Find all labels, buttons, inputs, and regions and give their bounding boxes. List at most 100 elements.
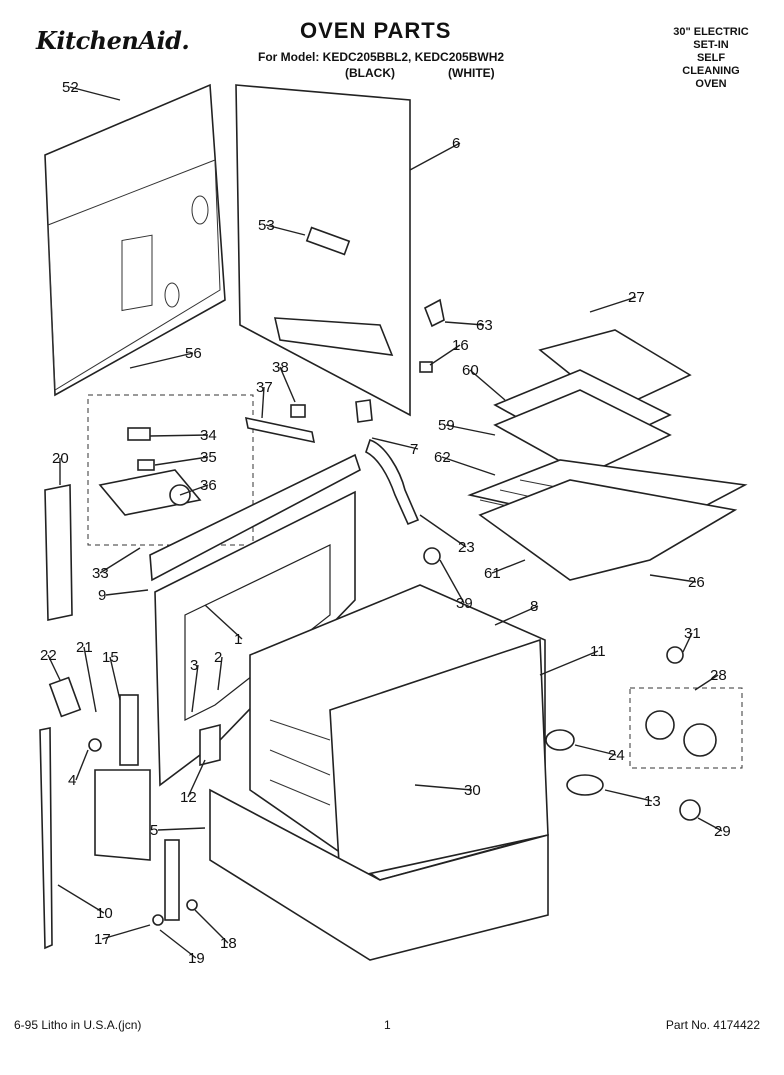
leader-line-19 xyxy=(159,929,197,959)
description-line: CLEANING xyxy=(682,65,740,77)
leader-line-23 xyxy=(419,514,467,548)
leader-line-11 xyxy=(539,650,599,676)
part-label-31: 31 xyxy=(684,625,701,642)
part-label-20: 20 xyxy=(52,450,69,467)
clip-bracket xyxy=(423,298,445,328)
leader-line-52 xyxy=(69,86,121,101)
part-label-33: 33 xyxy=(92,565,109,582)
part-label-10: 10 xyxy=(96,905,113,922)
part-label-29: 29 xyxy=(714,823,731,840)
knob-part xyxy=(545,729,575,751)
light-assembly-box xyxy=(629,687,743,769)
leader-line-61 xyxy=(491,559,526,574)
part-label-39: 39 xyxy=(456,595,473,612)
part-label-52: 52 xyxy=(62,79,79,96)
part-label-30: 30 xyxy=(464,782,481,799)
leader-line-24 xyxy=(574,744,617,756)
part-label-61: 61 xyxy=(484,565,501,582)
leader-line-13 xyxy=(604,789,653,802)
part-number: Part No. 4174422 xyxy=(665,1018,760,1032)
leader-line-34 xyxy=(149,434,209,437)
leader-line-4 xyxy=(75,749,89,781)
lens-cover xyxy=(566,774,604,796)
leader-line-33 xyxy=(99,547,141,574)
leader-line-26 xyxy=(649,574,697,583)
leader-line-6 xyxy=(409,142,461,171)
leader-line-37 xyxy=(261,386,265,419)
part-label-17: 17 xyxy=(94,931,111,948)
hinge-parts xyxy=(39,676,221,950)
light-socket xyxy=(645,710,675,740)
description-line: 30" ELECTRIC xyxy=(673,26,749,38)
leader-line-29 xyxy=(697,817,723,832)
part-label-5: 5 xyxy=(150,822,158,839)
front-frame-part xyxy=(149,453,361,787)
leader-line-5 xyxy=(157,827,206,831)
leader-line-62 xyxy=(441,456,496,476)
part-label-34: 34 xyxy=(200,427,217,444)
part-label-11: 11 xyxy=(590,643,606,660)
part-label-12: 12 xyxy=(180,789,197,806)
oven-cavity-part xyxy=(249,584,549,881)
part-label-60: 60 xyxy=(462,362,479,379)
part-label-21: 21 xyxy=(76,639,93,656)
part-label-15: 15 xyxy=(102,649,119,666)
vent-tube xyxy=(365,438,420,526)
print-info: 6-95 Litho in U.S.A.(jcn) xyxy=(14,1018,142,1032)
leader-line-2 xyxy=(217,656,223,691)
insulation-strip xyxy=(44,484,73,621)
part-label-8: 8 xyxy=(530,598,538,615)
leader-line-35 xyxy=(154,456,209,466)
part-label-27: 27 xyxy=(628,289,645,306)
description-line: OVEN xyxy=(695,78,727,90)
page-title: OVEN PARTS xyxy=(300,18,452,43)
part-label-23: 23 xyxy=(458,539,475,556)
leader-line-36 xyxy=(179,484,209,496)
part-label-18: 18 xyxy=(220,935,237,952)
leader-line-59 xyxy=(445,424,496,436)
part-label-2: 2 xyxy=(214,649,222,666)
part-label-26: 26 xyxy=(688,574,705,591)
leader-line-7 xyxy=(371,437,419,450)
part-label-4: 4 xyxy=(68,772,76,789)
light-bulb xyxy=(679,799,701,821)
leader-line-22 xyxy=(47,654,61,681)
leader-line-38 xyxy=(279,366,296,403)
part-label-24: 24 xyxy=(608,747,625,764)
part-label-37: 37 xyxy=(256,379,273,396)
variant-black: (BLACK) xyxy=(345,66,395,80)
brand-logo: KitchenAid. xyxy=(36,26,190,55)
leader-line-63 xyxy=(444,321,485,326)
leader-line-8 xyxy=(494,605,539,626)
leader-line-17 xyxy=(101,924,151,940)
part-label-6: 6 xyxy=(452,135,460,152)
part-label-13: 13 xyxy=(644,793,661,810)
part-label-19: 19 xyxy=(188,950,205,967)
leader-line-10 xyxy=(57,884,105,914)
part-label-63: 63 xyxy=(476,317,493,334)
leader-line-39 xyxy=(439,559,465,604)
part-label-56: 56 xyxy=(185,345,202,362)
part-label-9: 9 xyxy=(98,587,106,604)
small-clip xyxy=(419,361,433,373)
part-label-1: 1 xyxy=(234,631,242,648)
heating-elements xyxy=(493,329,692,476)
leader-line-31 xyxy=(682,632,693,653)
leader-line-16 xyxy=(429,344,461,366)
oven-description: 30" ELECTRIC SET-IN SELF CLEANING OVEN xyxy=(656,26,766,91)
leader-line-53 xyxy=(265,224,306,236)
description-line: SET-IN xyxy=(693,39,729,51)
drawer-base-part xyxy=(209,788,549,961)
part-label-36: 36 xyxy=(200,477,217,494)
leader-line-3 xyxy=(191,664,199,713)
clip-part xyxy=(290,404,306,418)
leader-line-21 xyxy=(83,646,97,713)
part-label-38: 38 xyxy=(272,359,289,376)
variant-white: (WHITE) xyxy=(448,66,495,80)
leader-line-18 xyxy=(194,909,229,944)
leader-line-27 xyxy=(589,296,637,313)
leader-line-12 xyxy=(187,759,206,798)
leader-line-1 xyxy=(204,604,243,640)
part-label-59: 59 xyxy=(438,417,455,434)
oven-rack xyxy=(467,459,748,581)
